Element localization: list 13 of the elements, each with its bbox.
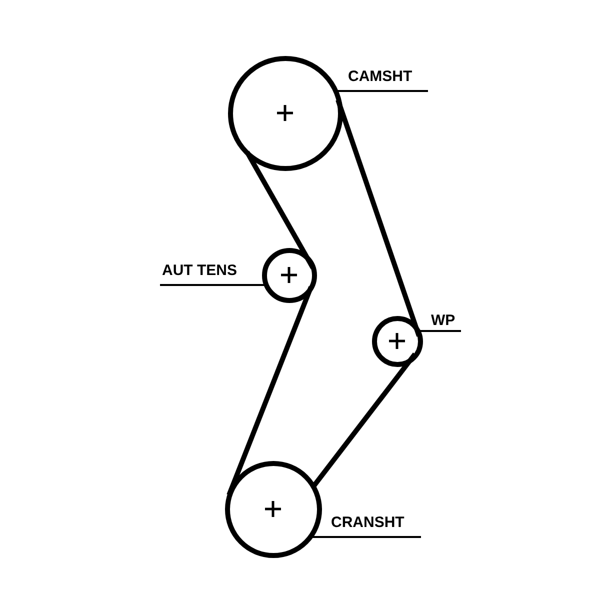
pulley-drawing: [224, 460, 322, 558]
part-label: CAMSHT: [348, 68, 412, 85]
pulley-drawing: [372, 316, 422, 366]
part-label: AUT TENS: [162, 262, 237, 279]
part-label: WP: [431, 312, 456, 329]
belt-segment: [226, 286, 314, 496]
belt-segment: [311, 352, 417, 489]
leader-line: [418, 330, 461, 332]
leader-line: [310, 536, 421, 538]
leader-line: [160, 284, 266, 286]
part-label: CRANSHT: [331, 514, 404, 531]
pulley-drawing: [228, 56, 342, 170]
pulley-drawing: [262, 248, 316, 302]
